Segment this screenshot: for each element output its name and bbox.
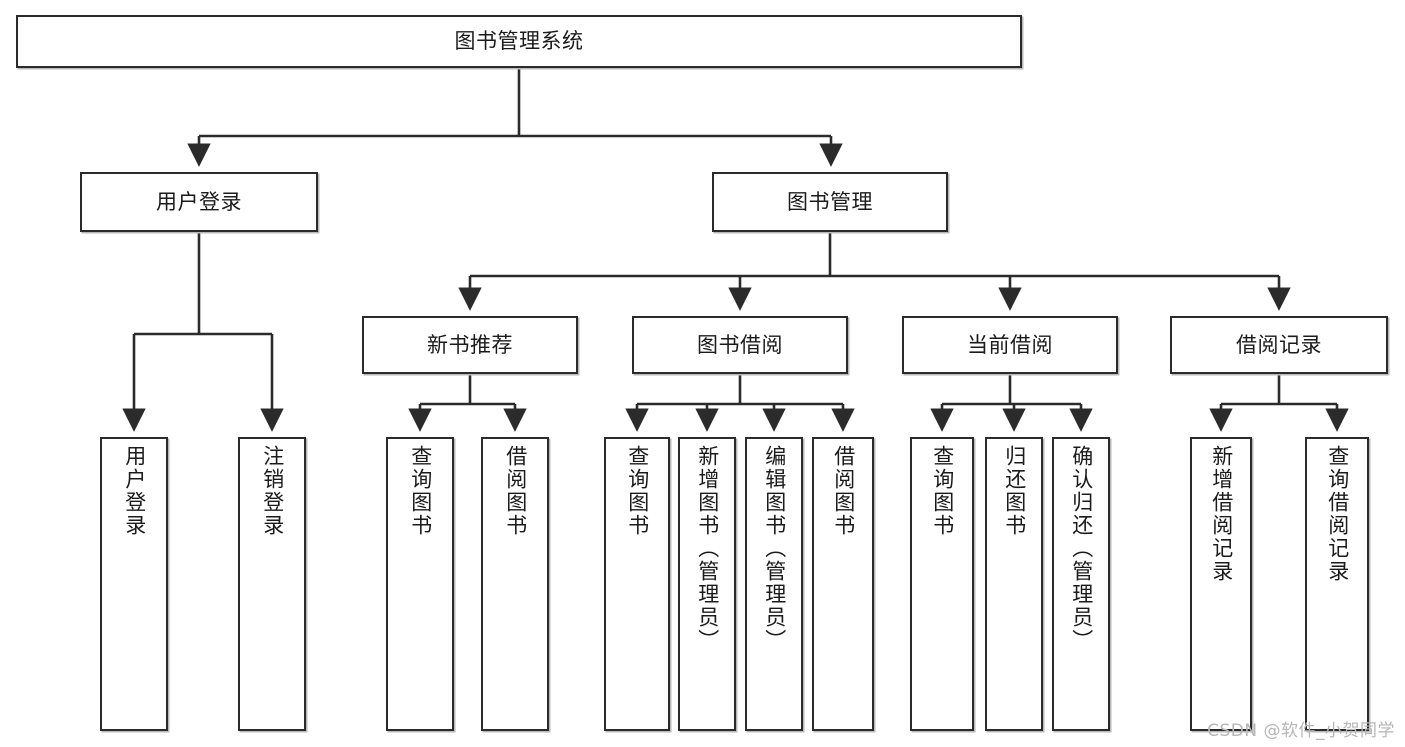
node-leaf-add-book[interactable]: 新增图书（管理员） (678, 437, 736, 731)
node-leaf-return-book[interactable]: 归还图书 (985, 437, 1043, 731)
node-leaf-query-book-3[interactable]: 查询图书 (910, 437, 974, 731)
csdn-watermark: CSDN @软件_小贺同学 (1207, 721, 1395, 741)
node-new-book-recommend-label: 新书推荐 (427, 332, 513, 357)
node-leaf-user-logout-label: 注销登录 (260, 445, 285, 537)
node-user-login-label: 用户登录 (156, 189, 242, 214)
node-book-manage-label: 图书管理 (787, 189, 873, 214)
node-leaf-query-book-2[interactable]: 查询图书 (604, 437, 670, 731)
node-borrow-record[interactable]: 借阅记录 (1170, 316, 1388, 374)
node-leaf-return-book-label: 归还图书 (1002, 445, 1027, 537)
node-leaf-query-book-1-label: 查询图书 (408, 445, 433, 537)
node-leaf-confirm-return-label: 确认归还（管理员） (1069, 445, 1094, 652)
node-leaf-borrow-book-1[interactable]: 借阅图书 (481, 437, 549, 731)
node-leaf-query-book-3-label: 查询图书 (930, 445, 955, 537)
node-book-manage[interactable]: 图书管理 (712, 172, 948, 232)
node-leaf-query-book-1[interactable]: 查询图书 (386, 437, 454, 731)
node-leaf-borrow-book-1-label: 借阅图书 (503, 445, 528, 537)
node-leaf-user-login-label: 用户登录 (122, 445, 147, 537)
node-borrow-record-label: 借阅记录 (1236, 332, 1322, 357)
node-leaf-confirm-return[interactable]: 确认归还（管理员） (1052, 437, 1110, 731)
node-book-borrow[interactable]: 图书借阅 (632, 316, 848, 374)
node-leaf-add-record[interactable]: 新增借阅记录 (1190, 437, 1252, 731)
node-book-borrow-label: 图书借阅 (697, 332, 783, 357)
node-leaf-query-record[interactable]: 查询借阅记录 (1305, 437, 1369, 731)
node-new-book-recommend[interactable]: 新书推荐 (362, 316, 578, 374)
node-leaf-borrow-book-2-label: 借阅图书 (831, 445, 856, 537)
node-leaf-user-login[interactable]: 用户登录 (100, 437, 168, 731)
node-leaf-edit-book-label: 编辑图书（管理员） (762, 445, 787, 652)
node-root[interactable]: 图书管理系统 (16, 15, 1022, 68)
node-user-login[interactable]: 用户登录 (80, 172, 318, 232)
node-leaf-edit-book[interactable]: 编辑图书（管理员） (745, 437, 803, 731)
node-leaf-borrow-book-2[interactable]: 借阅图书 (812, 437, 874, 731)
node-leaf-query-book-2-label: 查询图书 (625, 445, 650, 537)
node-current-borrow-label: 当前借阅 (967, 332, 1053, 357)
node-leaf-user-logout[interactable]: 注销登录 (238, 437, 306, 731)
node-current-borrow[interactable]: 当前借阅 (902, 316, 1118, 374)
node-root-label: 图书管理系统 (454, 29, 584, 54)
node-leaf-add-book-label: 新增图书（管理员） (695, 445, 720, 652)
node-leaf-add-record-label: 新增借阅记录 (1209, 445, 1234, 583)
node-leaf-query-record-label: 查询借阅记录 (1325, 445, 1350, 583)
